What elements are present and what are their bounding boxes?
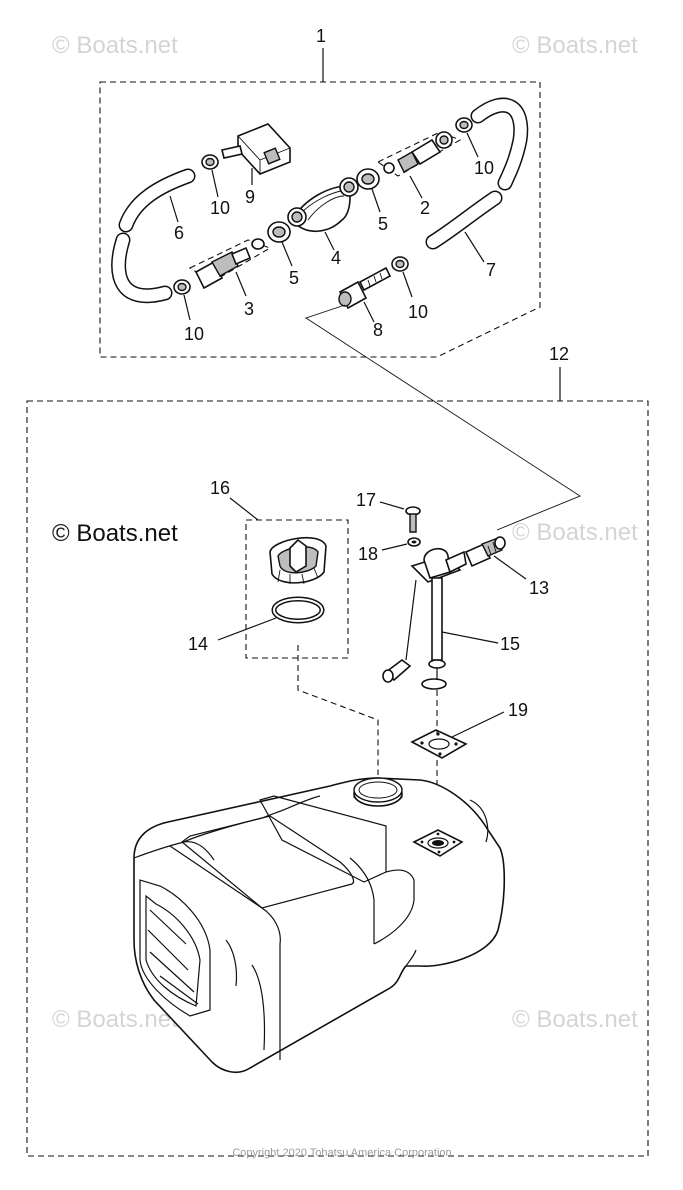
fuel-tank (133, 777, 506, 1074)
connector-9 (221, 123, 291, 175)
leader-13 (493, 555, 527, 580)
leader-8 (363, 301, 375, 323)
watermark-mid-left: © Boats.net (52, 520, 178, 547)
fuel-line-assembly-boundary (99, 81, 541, 358)
callout-19: 19 (508, 700, 528, 720)
washer-18 (407, 537, 421, 547)
leader-10a (211, 169, 219, 198)
callout-7: 7 (486, 260, 496, 280)
hose-right-upper (470, 97, 529, 191)
cap-group-16-boundary (245, 519, 349, 659)
callout-5-left: 5 (289, 268, 299, 288)
fuel-tank-assembly-boundary (26, 400, 649, 1157)
connector-13 (464, 536, 506, 568)
connector-3 (194, 238, 265, 290)
clip-10-upper-left (201, 154, 219, 170)
leader-7 (464, 231, 485, 263)
tank-pickup-mount (412, 829, 464, 857)
watermark-top-right: © Boats.net (512, 32, 638, 59)
callout-13: 13 (529, 578, 549, 598)
copyright-notice: Copyright 2020 Tohatsu America Corporati… (232, 1147, 451, 1159)
callout-4: 4 (331, 248, 341, 268)
leader-5a (281, 241, 293, 267)
leader-10d (402, 271, 413, 298)
leader-3 (235, 271, 247, 297)
cap-alignment-guide (297, 645, 379, 775)
leader-17 (379, 501, 405, 510)
fuel-pickup-15 (382, 548, 467, 690)
leader-15 (441, 631, 499, 644)
callout-6: 6 (174, 223, 184, 243)
callout-12: 12 (549, 344, 569, 364)
o-ring-14 (271, 596, 325, 624)
callout-18: 18 (358, 544, 378, 564)
clip-10-lower-right (391, 256, 409, 272)
leader-14 (217, 617, 277, 641)
leader-2 (409, 175, 423, 199)
leader-16 (229, 497, 259, 521)
hose-6 (111, 168, 196, 304)
callout-10-upper-left: 10 (210, 198, 230, 218)
leader-19 (451, 711, 505, 738)
connection-line (304, 304, 581, 531)
fitting-5-left (267, 221, 291, 243)
callout-5-right: 5 (378, 214, 388, 234)
leader-10c (466, 132, 479, 158)
connector-2 (383, 131, 453, 174)
callout-14: 14 (188, 634, 208, 654)
callout-10-upper-right: 10 (474, 158, 494, 178)
callout-8: 8 (373, 320, 383, 340)
fitting-5-right (356, 168, 380, 190)
callout-16: 16 (210, 478, 230, 498)
tank-filler-neck (353, 777, 403, 807)
callout-15: 15 (500, 634, 520, 654)
watermark-top-left: © Boats.net (52, 32, 178, 59)
callout-10-lower-right: 10 (408, 302, 428, 322)
hose-7 (425, 190, 503, 250)
clip-10-lower-left (173, 279, 191, 295)
screw-17 (405, 506, 421, 533)
fuel-cap-16 (269, 536, 327, 585)
callout-3: 3 (244, 299, 254, 319)
callout-17: 17 (356, 490, 376, 510)
callout-10-lower-left: 10 (184, 324, 204, 344)
gasket-19 (410, 729, 468, 759)
connector-8 (338, 266, 392, 310)
leader-18 (381, 543, 408, 551)
callout-1: 1 (316, 26, 326, 46)
leader-10b (183, 294, 191, 321)
leader-4 (324, 231, 335, 251)
watermark-bottom-right: © Boats.net (512, 1006, 638, 1033)
callout-9: 9 (245, 187, 255, 207)
leader-6 (169, 195, 179, 223)
watermark-mid-right: © Boats.net (512, 519, 638, 546)
clip-10-upper-right (455, 117, 473, 133)
watermark-bottom-left: © Boats.net (52, 1006, 178, 1033)
callout-2: 2 (420, 198, 430, 218)
primer-bulb-4 (287, 177, 359, 233)
leader-5b (371, 188, 381, 213)
